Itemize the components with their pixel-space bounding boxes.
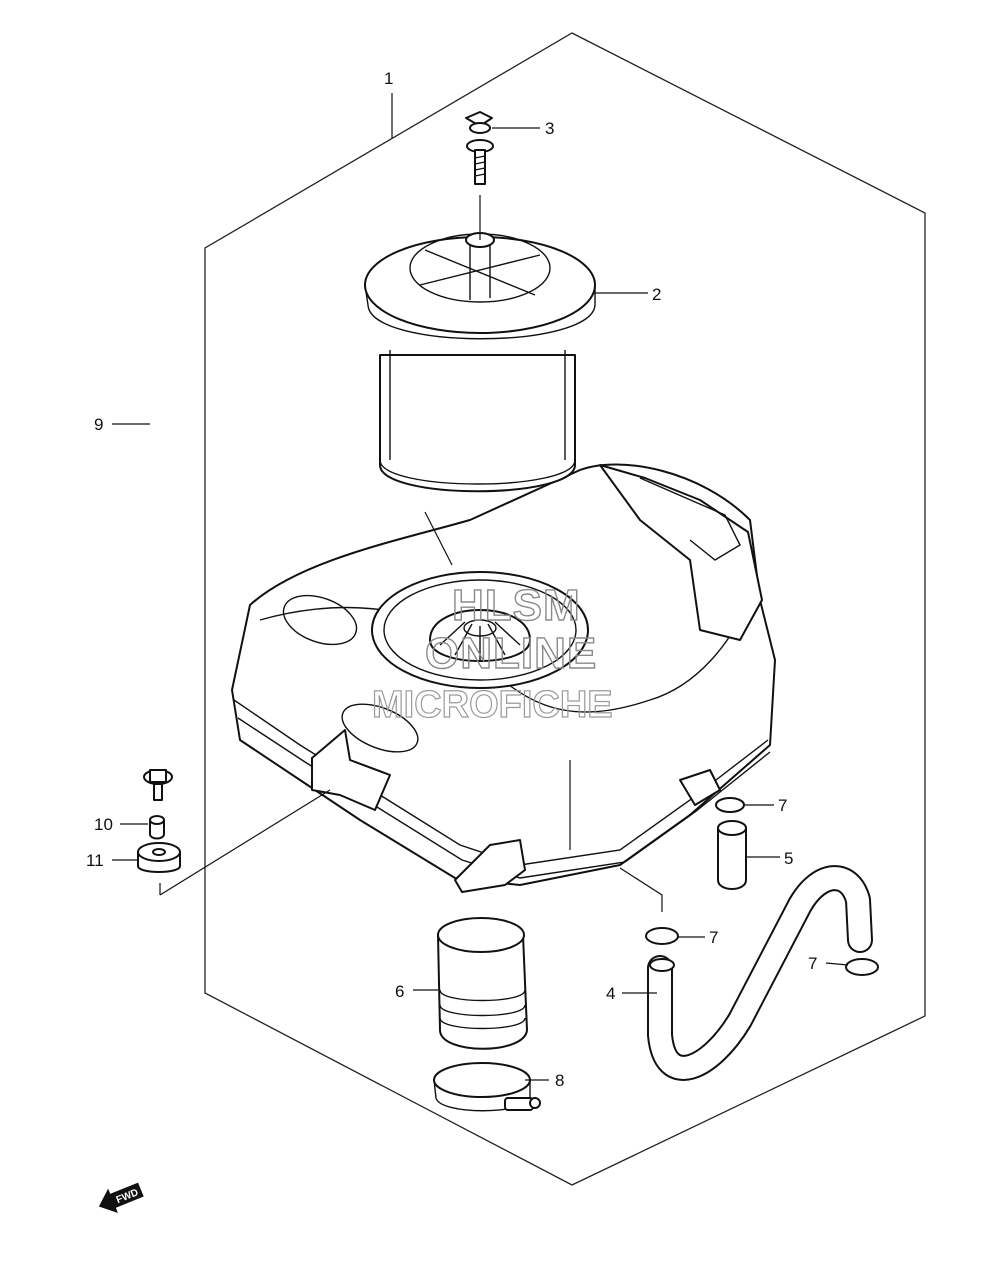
intake-boot [437,917,528,1050]
watermark-line-3: MICROFICHE [372,684,613,726]
callout-6: 6 [395,982,404,1001]
fwd-label: FWD [115,1187,140,1206]
watermark: HLSM ONLINE MICROFICHE [371,580,613,726]
callout-5: 5 [784,849,793,868]
mount-collar [149,815,165,840]
watermark-line-1: HLSM [452,581,581,630]
callout-2: 2 [652,285,661,304]
assembly-boundary [204,32,926,1186]
watermark-line-2: ONLINE [425,629,597,678]
callout-11: 11 [86,851,104,870]
clip-clamp-a [715,797,745,813]
air-filter-element [364,232,596,493]
callout-8: 8 [555,1071,564,1090]
callout-7a: 7 [778,796,787,815]
callout-7c: 7 [808,954,817,973]
callout-4: 4 [606,984,615,1003]
callout-9: 9 [94,415,103,434]
leader-lines [112,93,849,1081]
clip-clamp-c [845,958,879,976]
fwd-arrow: FWD [98,1182,144,1213]
clip-clamp-b [645,927,679,945]
callout-10: 10 [94,815,113,834]
callout-3: 3 [545,119,554,138]
wing-bolt [465,111,494,185]
callout-7b: 7 [709,928,718,947]
air-cleaner-box [231,463,776,893]
short-hose [717,820,747,890]
fwd-arrow-icon [98,1182,144,1213]
mount-bolt [143,769,173,801]
mount-grommet [137,842,181,873]
callout-1: 1 [384,69,393,88]
drain-hose [647,865,873,1081]
hose-band-clamp [433,1062,541,1112]
